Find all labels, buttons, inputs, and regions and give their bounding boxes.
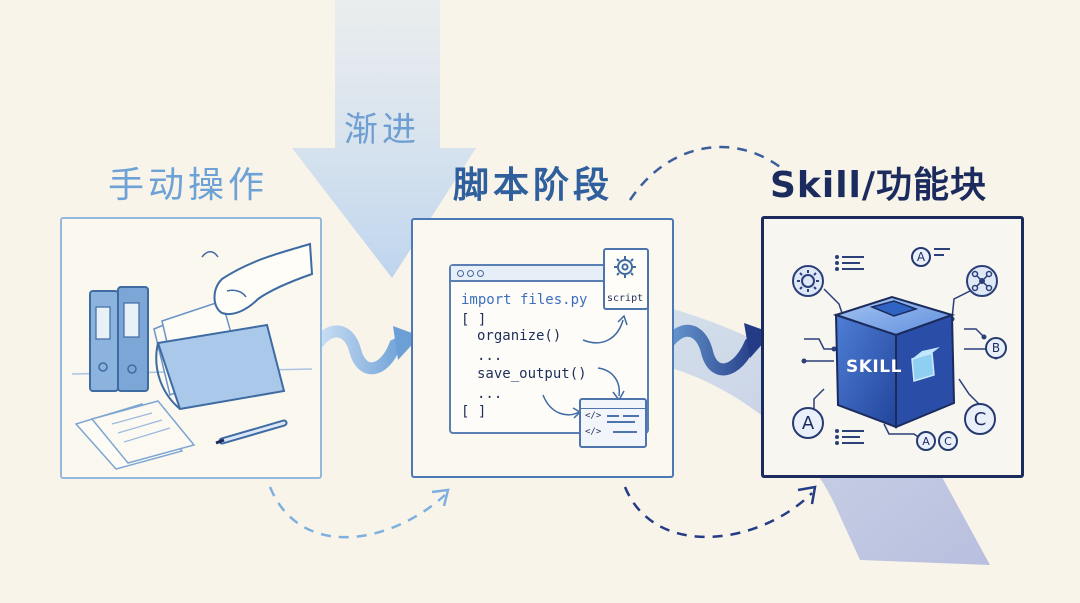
skill-stage-title: Skill/功能块 xyxy=(770,165,988,206)
folder-icon xyxy=(153,300,286,411)
manual-panel xyxy=(60,217,322,479)
skill-panel: SKILL A B C A A C xyxy=(761,216,1024,478)
script-stage-title: 脚本阶段 xyxy=(453,165,614,206)
dashed-curve-bottom-2 xyxy=(623,486,813,539)
gear-icon xyxy=(792,265,824,297)
wave-arrow-2 xyxy=(656,324,764,376)
papers-icon xyxy=(74,400,196,470)
code-line-2: [ ] xyxy=(461,312,487,328)
code-line-7: [ ] xyxy=(461,404,487,420)
node-b: B xyxy=(985,337,1007,359)
code-line-1: import files.py xyxy=(461,292,588,308)
skill-illustration xyxy=(792,248,999,445)
script-connectors xyxy=(542,314,628,419)
manual-stage-title: 手动操作 xyxy=(108,165,269,206)
cube-label: SKILL xyxy=(846,357,902,377)
network-icon xyxy=(966,265,998,297)
progress-arrow xyxy=(292,0,476,278)
script-panel: import files.py [ ] organize() ... save_… xyxy=(411,218,674,478)
binder-icon xyxy=(89,286,149,392)
pen-icon xyxy=(215,419,288,445)
gear-icon xyxy=(614,256,636,278)
cube-icon xyxy=(832,295,956,429)
progress-label: 渐进 xyxy=(344,110,420,150)
hand-icon xyxy=(201,242,314,315)
node-c-large: C xyxy=(964,403,996,435)
node-a-large: A xyxy=(792,407,824,439)
script-file-icon: script xyxy=(603,248,649,310)
code-line-5: save_output() xyxy=(477,366,587,382)
code-line-4: ... xyxy=(477,348,503,364)
node-c-small: C xyxy=(938,431,958,451)
node-a-small: A xyxy=(916,431,936,451)
code-line-3: organize() xyxy=(477,328,562,344)
dashed-curve-bottom-1 xyxy=(268,486,446,539)
wave-arrow-1 xyxy=(306,325,411,375)
mini-code-window: </> </> xyxy=(579,398,647,448)
code-window-titlebar xyxy=(451,266,647,282)
mini-code-line-1: </> xyxy=(585,411,602,421)
manual-illustration xyxy=(71,242,314,470)
node-a-top: A xyxy=(911,247,931,267)
code-line-6: ... xyxy=(477,386,503,402)
mini-code-line-2: </> xyxy=(585,427,602,437)
script-file-label: script xyxy=(607,293,644,304)
dashed-curve-top xyxy=(628,145,791,201)
